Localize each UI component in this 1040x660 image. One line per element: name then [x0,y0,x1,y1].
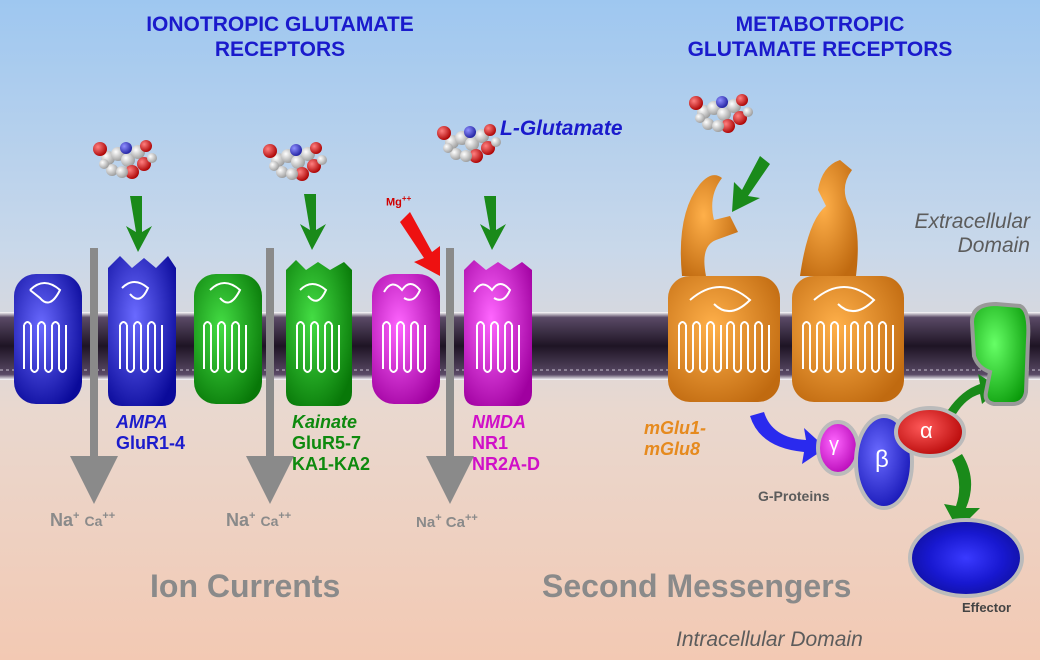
target-protein [969,301,1031,406]
extracellular-line1: Extracellular [914,210,1030,233]
ions-nmda: Na+ Ca++ [416,512,478,531]
metabotropic-header-line1: METABOTROPIC [735,13,905,36]
ampa-subunits: GluR1-4 [116,433,186,453]
ampa-receptor [14,256,176,406]
effector-enzyme [908,518,1024,598]
kainate-label: Kainate GluR5-7 KA1-KA2 [292,412,370,475]
calcium-charge: ++ [278,510,292,522]
ions-ampa: Na+ Ca++ [50,510,115,531]
magnesium-block-arrow [400,212,440,276]
activation-arrow [750,412,826,464]
mglu-line2: mGlu8 [644,439,701,459]
ampa-name: AMPA [116,412,168,432]
calcium-charge: ++ [102,510,116,522]
alpha-symbol: α [920,418,933,443]
nmda-subunits-1: NR1 [472,433,509,453]
second-messengers-label: Second Messengers [542,568,852,604]
metabotropic-header-line2: GLUTAMATE RECEPTORS [687,38,953,61]
nmda-name: NMDA [472,412,526,432]
ionotropic-header-line2: RECEPTORS [214,38,346,61]
sodium-charge: + [249,510,256,522]
g-proteins-label: G-Proteins [758,488,830,504]
glutamate-molecule-ampa [93,140,157,179]
extracellular-domain-label: Extracellular Domain [882,210,1030,258]
glutamate-molecule-mglu [689,94,753,133]
extracellular-line2: Domain [957,234,1030,257]
mglu-label: mGlu1- mGlu8 [644,418,706,460]
calcium-ion: Ca [84,513,103,529]
kainate-subunits-2: KA1-KA2 [292,454,371,474]
sodium-ion: Na [50,510,74,530]
mglu-receptor [668,160,904,402]
kainate-name: Kainate [292,412,358,432]
metabotropic-header: METABOTROPIC GLUTAMATE RECEPTORS [620,12,1020,62]
ionotropic-header-line1: IONOTROPIC GLUTAMATE [146,13,414,36]
ion-currents-label: Ion Currents [150,568,341,604]
glutamate-molecule-kainate [263,142,327,181]
agonist-arrows [126,156,770,252]
intracellular-domain-label: Intracellular Domain [676,628,863,651]
magnesium-charge: ++ [401,194,412,203]
nmda-subunits-2: NR2A-D [472,454,541,474]
calcium-ion: Ca [260,513,279,529]
g-protein-alpha [894,406,966,458]
mglu-line1: mGlu1- [644,418,707,438]
ampa-label: AMPA GluR1-4 [116,412,185,454]
ions-kainate: Na+ Ca++ [226,510,291,531]
gamma-symbol: γ [829,434,839,456]
effector-label: Effector [962,600,1012,615]
sodium-charge: + [73,510,80,522]
nmda-receptor [372,260,532,406]
beta-symbol: β [875,446,889,473]
calcium-ion: Ca [445,514,465,531]
l-glutamate-label: L-Glutamate [500,117,623,140]
magnesium-symbol: Mg [386,196,402,209]
kainate-subunits-1: GluR5-7 [292,433,362,453]
nmda-label: NMDA NR1 NR2A-D [472,412,540,475]
sodium-charge: + [435,512,442,524]
sodium-ion: Na [226,510,250,530]
calcium-charge: ++ [464,512,478,524]
ionotropic-header: IONOTROPIC GLUTAMATE RECEPTORS [70,12,490,62]
sodium-ion: Na [416,514,436,531]
glutamate-molecule-nmda [437,124,501,163]
magnesium-label: Mg++ [386,194,411,209]
kainate-receptor [194,260,352,406]
